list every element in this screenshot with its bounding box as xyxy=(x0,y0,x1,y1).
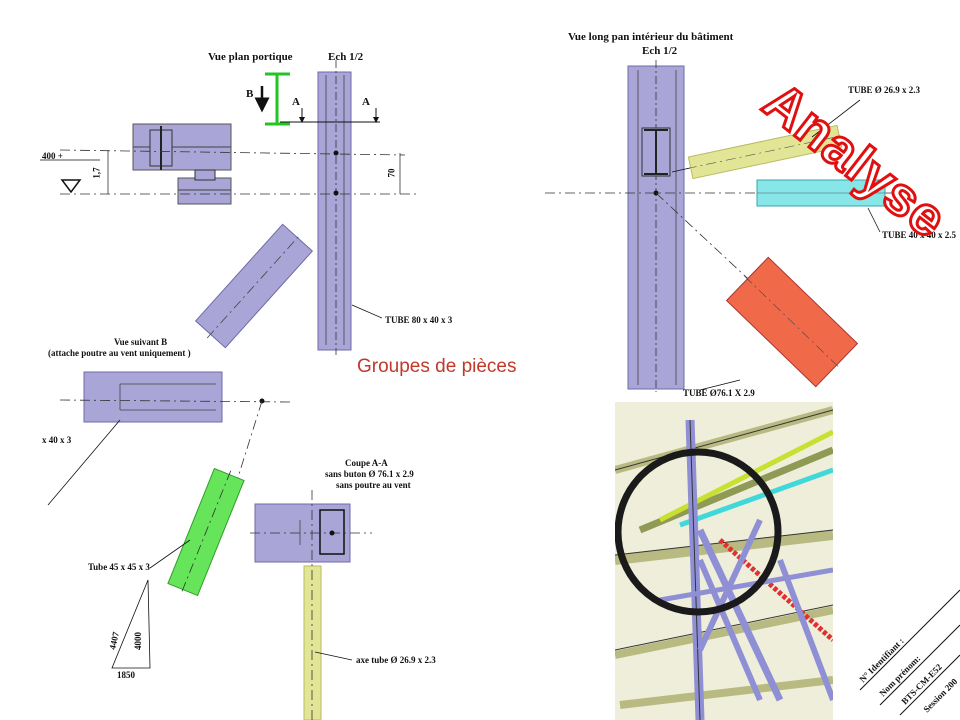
beam-lower-part[interactable] xyxy=(177,177,232,205)
axe-tube-label: axe tube Ø 26.9 x 2.3 xyxy=(356,655,436,665)
dim-70: 70 xyxy=(386,168,397,178)
coupe-aa-line3: sans poutre au vent xyxy=(336,480,411,490)
yellow-tube-part[interactable] xyxy=(684,124,845,180)
section-a-left: A xyxy=(292,96,300,108)
coupe-tube-part[interactable] xyxy=(303,565,322,720)
detail-highlight-circle xyxy=(615,448,782,616)
triangle-base: 1850 xyxy=(117,670,135,680)
tube-45-label: Tube 45 x 45 x 3 xyxy=(88,562,150,572)
tube-76-label: TUBE Ø76.1 X 2.9 xyxy=(683,388,755,398)
3d-detail-view xyxy=(615,402,833,720)
tube-26-label: TUBE Ø 26.9 x 2.3 xyxy=(848,85,921,95)
coupe-aa-line2: sans buton Ø 76.1 x 2.9 xyxy=(325,469,414,479)
groupes-caption: Groupes de pièces xyxy=(357,356,517,377)
tube-40x40-label: x 40 x 3 xyxy=(42,435,72,445)
tube-40-label: TUBE 40 x 40 x 2.5 xyxy=(882,230,957,240)
view-b-letter: B xyxy=(246,88,254,100)
plan-portique-title: Vue plan portique xyxy=(208,51,293,63)
suivant-b-view xyxy=(47,371,291,669)
long-pan-scale: Ech 1/2 xyxy=(642,45,678,57)
long-pan-view xyxy=(545,60,900,392)
level-label: 400 + xyxy=(42,151,63,161)
triangle-h2: 4000 xyxy=(133,631,144,650)
dim-17: 1,7 xyxy=(91,167,102,179)
long-pan-title: Vue long pan intérieur du bâtiment xyxy=(568,31,734,43)
suivant-b-title: Vue suivant B xyxy=(114,337,168,347)
tube-80-label: TUBE 80 x 40 x 3 xyxy=(385,315,453,325)
red-tube-part[interactable] xyxy=(724,255,861,390)
coupe-aa-view xyxy=(250,490,372,720)
section-a-right: A xyxy=(362,96,370,108)
coupe-aa-title: Coupe A-A xyxy=(345,458,388,468)
suivant-b-subtitle: (attache poutre au vent uniquement ) xyxy=(48,348,191,358)
diagonal-tube-part[interactable] xyxy=(192,221,315,352)
attache-part[interactable] xyxy=(83,371,223,423)
green-tube-part[interactable] xyxy=(166,465,245,599)
plan-portique-view xyxy=(40,60,420,355)
plan-portique-scale: Ech 1/2 xyxy=(328,51,364,63)
column-part[interactable] xyxy=(317,71,352,351)
cartouche xyxy=(859,589,960,716)
